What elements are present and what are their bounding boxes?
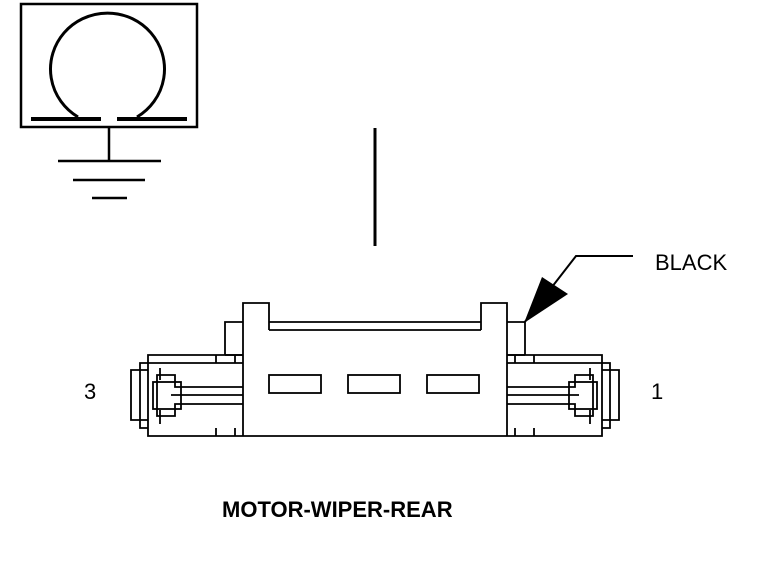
wire-color-label: BLACK <box>655 250 728 275</box>
wire-pointer-arrow-icon <box>523 255 633 324</box>
cavity-3 <box>268 374 322 394</box>
connector-title: MOTOR-WIPER-REAR <box>222 497 453 522</box>
cavity-2 <box>347 374 401 394</box>
terminal-cavities <box>268 374 480 394</box>
connector-body <box>130 302 620 437</box>
pin-label-right: 1 <box>651 379 664 404</box>
motor-ground-symbol-icon <box>19 2 199 200</box>
pin-label-left: 3 <box>84 379 97 404</box>
cavity-1 <box>426 374 480 394</box>
